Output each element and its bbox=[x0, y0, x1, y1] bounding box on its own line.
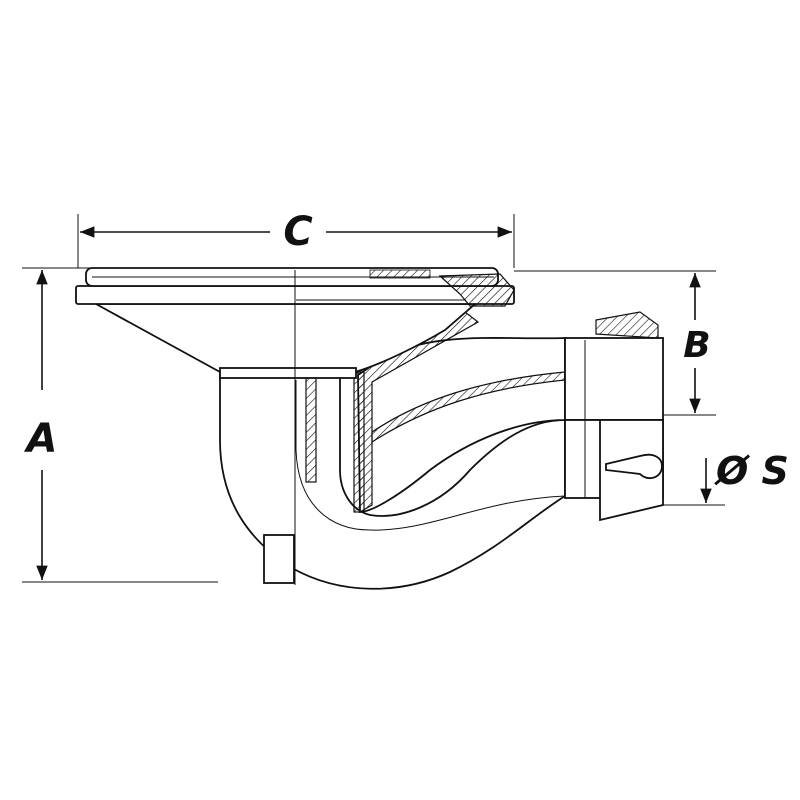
thread-section bbox=[595, 311, 659, 339]
label-c: C bbox=[283, 209, 312, 255]
grate-teeth bbox=[369, 269, 431, 279]
center-wall-right bbox=[353, 371, 365, 513]
label-s: Ø S bbox=[714, 449, 789, 493]
coupling-nut-upper bbox=[564, 337, 664, 421]
seal-section bbox=[438, 273, 515, 307]
clamp-screw bbox=[605, 453, 663, 480]
bottom-spigot bbox=[263, 534, 295, 584]
collar bbox=[219, 367, 357, 379]
drain-trap bbox=[219, 311, 566, 590]
center-wall-left bbox=[305, 371, 317, 483]
label-a: A bbox=[24, 416, 58, 462]
trap-inner-curve bbox=[295, 380, 566, 531]
outlet-coupling bbox=[564, 311, 664, 522]
dimension-a: A bbox=[22, 267, 218, 583]
dimension-b: B bbox=[514, 270, 716, 416]
label-b: B bbox=[683, 325, 710, 366]
dimension-c: C bbox=[77, 209, 515, 268]
dimension-s: Ø S bbox=[663, 449, 789, 506]
